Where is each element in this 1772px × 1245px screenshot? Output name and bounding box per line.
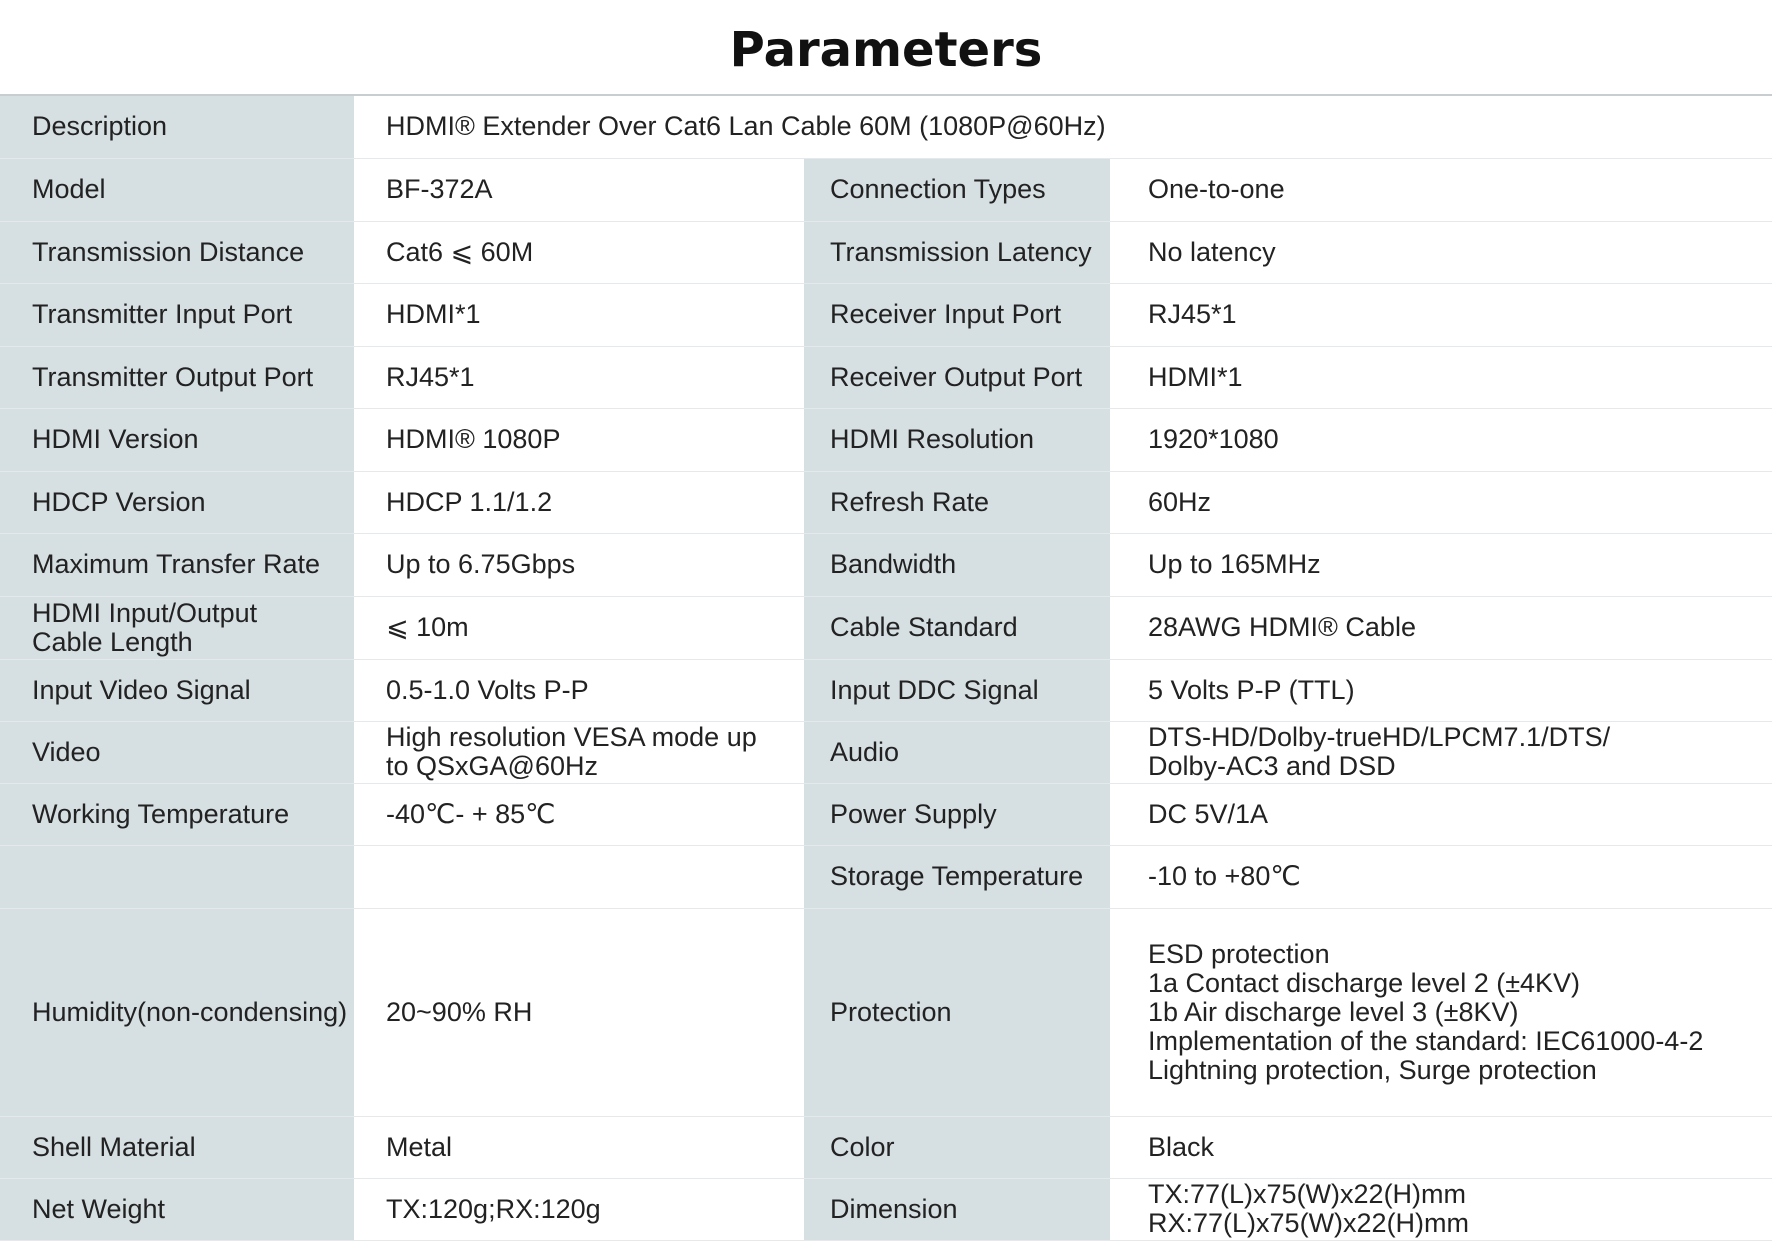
spec-value: 5 Volts P-P (TTL) bbox=[1110, 659, 1772, 722]
spec-value: RJ45*1 bbox=[1110, 283, 1772, 347]
spec-value: RJ45*1 bbox=[354, 346, 804, 409]
spec-label: Transmission Distance bbox=[0, 221, 354, 284]
spec-label: Connection Types bbox=[804, 158, 1110, 222]
spec-label: Video bbox=[0, 721, 354, 784]
spec-value: HDCP 1.1/1.2 bbox=[354, 471, 804, 534]
spec-value: 0.5-1.0 Volts P-P bbox=[354, 659, 804, 722]
spec-value: No latency bbox=[1110, 221, 1772, 284]
spec-value: Up to 6.75Gbps bbox=[354, 533, 804, 597]
spec-label: Working Temperature bbox=[0, 783, 354, 846]
spec-label: Cable Standard bbox=[804, 596, 1110, 660]
spec-value bbox=[354, 845, 804, 909]
spec-value: Black bbox=[1110, 1116, 1772, 1179]
table-row: Storage Temperature-10 to +80℃ bbox=[0, 845, 1772, 909]
spec-label: Description bbox=[0, 96, 354, 159]
spec-label: Transmission Latency bbox=[804, 221, 1110, 284]
spec-label bbox=[0, 845, 354, 909]
spec-label: Refresh Rate bbox=[804, 471, 1110, 534]
spec-label: Net Weight bbox=[0, 1178, 354, 1241]
page-title: Parameters bbox=[0, 0, 1772, 96]
spec-value: ⩽ 10m bbox=[354, 596, 804, 660]
spec-value: HDMI*1 bbox=[354, 283, 804, 347]
spec-label: Receiver Output Port bbox=[804, 346, 1110, 409]
spec-value: DTS-HD/Dolby-trueHD/LPCM7.1/DTS/Dolby-AC… bbox=[1110, 721, 1772, 784]
spec-label: Protection bbox=[804, 908, 1110, 1117]
spec-value: 60Hz bbox=[1110, 471, 1772, 534]
spec-label: HDMI Version bbox=[0, 408, 354, 472]
spec-value: -40℃- + 85℃ bbox=[354, 783, 804, 846]
spec-value: BF-372A bbox=[354, 158, 804, 222]
parameters-table: Description HDMI® Extender Over Cat6 Lan… bbox=[0, 96, 1772, 1241]
spec-label: Transmitter Output Port bbox=[0, 346, 354, 409]
spec-label: HDCP Version bbox=[0, 471, 354, 534]
spec-value: 1920*1080 bbox=[1110, 408, 1772, 472]
spec-value: HDMI® 1080P bbox=[354, 408, 804, 472]
spec-label: Dimension bbox=[804, 1178, 1110, 1241]
spec-label: HDMI Resolution bbox=[804, 408, 1110, 472]
spec-value: Metal bbox=[354, 1116, 804, 1179]
spec-label: Input Video Signal bbox=[0, 659, 354, 722]
spec-label: Shell Material bbox=[0, 1116, 354, 1179]
spec-label: Color bbox=[804, 1116, 1110, 1179]
spec-label: Transmitter Input Port bbox=[0, 283, 354, 347]
spec-value: 20~90% RH bbox=[354, 908, 804, 1117]
spec-label: Model bbox=[0, 158, 354, 222]
spec-label: Maximum Transfer Rate bbox=[0, 533, 354, 597]
spec-value: TX:120g;RX:120g bbox=[354, 1178, 804, 1241]
spec-value: 28AWG HDMI® Cable bbox=[1110, 596, 1772, 660]
spec-label: Input DDC Signal bbox=[804, 659, 1110, 722]
spec-value: One-to-one bbox=[1110, 158, 1772, 222]
spec-label: Power Supply bbox=[804, 783, 1110, 846]
spec-label: Bandwidth bbox=[804, 533, 1110, 597]
spec-label: Humidity(non-condensing) bbox=[0, 908, 354, 1117]
spec-value: HDMI*1 bbox=[1110, 346, 1772, 409]
spec-value: Up to 165MHz bbox=[1110, 533, 1772, 597]
spec-label: Audio bbox=[804, 721, 1110, 784]
spec-value: HDMI® Extender Over Cat6 Lan Cable 60M (… bbox=[354, 96, 1772, 159]
spec-value: Cat6 ⩽ 60M bbox=[354, 221, 804, 284]
table-row-description: Description HDMI® Extender Over Cat6 Lan… bbox=[0, 96, 1772, 159]
spec-value: DC 5V/1A bbox=[1110, 783, 1772, 846]
spec-label: Storage Temperature bbox=[804, 845, 1110, 909]
spec-value: -10 to +80℃ bbox=[1110, 845, 1772, 909]
spec-label: Receiver Input Port bbox=[804, 283, 1110, 347]
